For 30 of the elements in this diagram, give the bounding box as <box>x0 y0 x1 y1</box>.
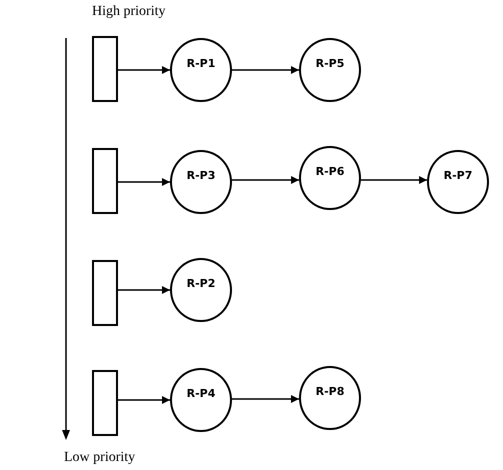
priority-label: Low priority <box>64 450 136 466</box>
arrow <box>118 66 170 74</box>
arrow <box>118 286 170 294</box>
process-label: R-P2 <box>186 276 216 290</box>
process-label: R-P3 <box>186 168 216 182</box>
arrow <box>360 176 428 184</box>
process-label: R-P7 <box>444 168 472 182</box>
arrow <box>232 176 300 184</box>
process-circle <box>299 38 361 102</box>
process-label: R-P1 <box>186 56 216 70</box>
process-label: R-P6 <box>316 164 344 178</box>
arrow <box>118 178 170 186</box>
process-circle <box>299 146 361 210</box>
queue-box <box>92 36 118 102</box>
arrow <box>232 395 300 403</box>
queue-box <box>92 260 118 326</box>
arrow <box>232 66 299 74</box>
process-circle <box>299 366 361 430</box>
arrow <box>118 396 170 404</box>
process-circle <box>170 368 232 432</box>
process-circle <box>170 258 232 322</box>
process-circle <box>170 150 232 214</box>
process-label: R-P5 <box>316 56 344 70</box>
process-circle <box>170 38 232 102</box>
queue-box <box>92 370 118 436</box>
process-circle <box>427 150 489 214</box>
process-label: R-P4 <box>186 386 216 400</box>
process-label: R-P8 <box>316 384 344 398</box>
queue-box <box>92 148 118 214</box>
priority-label: High priority <box>92 4 166 20</box>
